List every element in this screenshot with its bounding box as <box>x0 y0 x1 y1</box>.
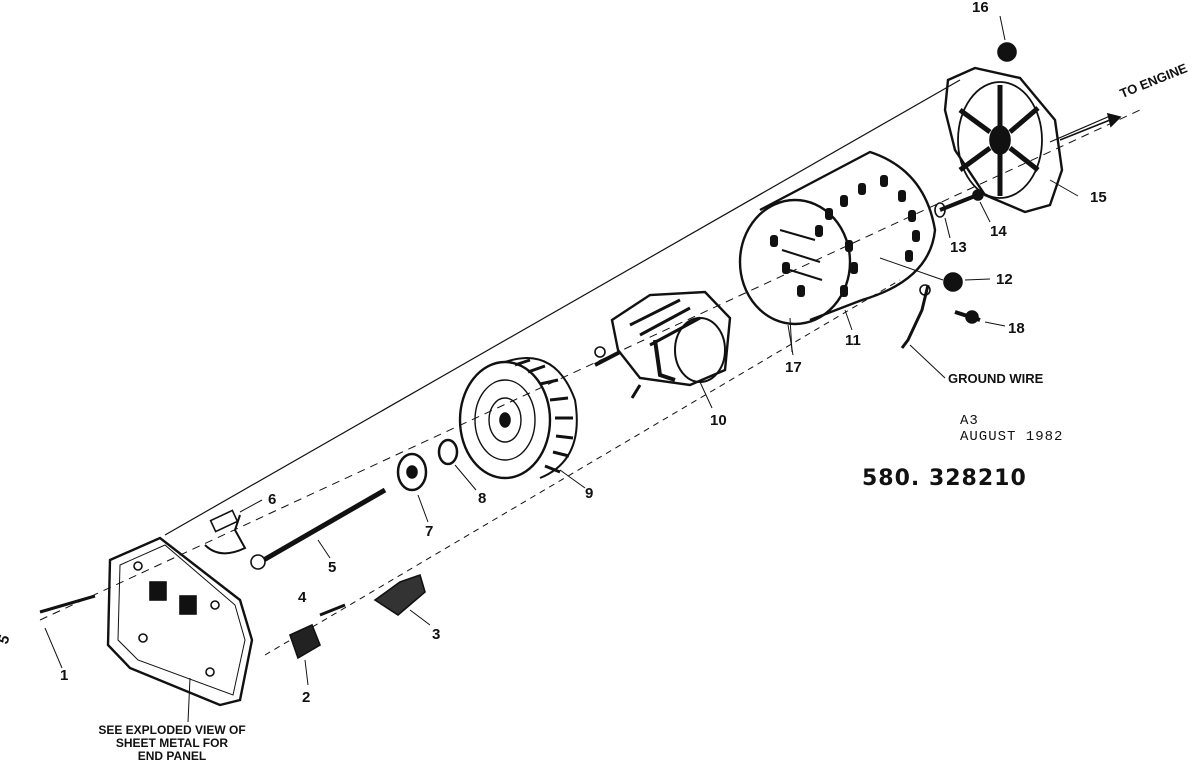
callout-4: 4 <box>298 589 307 606</box>
callout-16: 16 <box>972 0 989 16</box>
callout-5: 5 <box>328 559 337 576</box>
callout-14: 14 <box>990 223 1007 240</box>
callout-12: 12 <box>996 271 1013 288</box>
end-panel <box>106 536 254 707</box>
callout-9: 9 <box>585 485 594 502</box>
part-1-screw <box>39 594 96 669</box>
end-panel-note-line3: END PANEL <box>137 749 207 763</box>
to-engine-arrow <box>1059 112 1122 141</box>
part-4-screw <box>319 603 346 617</box>
callout-2: 2 <box>302 689 311 706</box>
part-number: 580. 328210 <box>862 466 1027 491</box>
part-8-washer <box>437 438 477 491</box>
part-10-armature <box>594 290 732 409</box>
callout-17: 17 <box>785 359 802 376</box>
part-3-component <box>373 573 431 626</box>
callout-3: 3 <box>432 626 441 643</box>
ground-wire-label: GROUND WIRE <box>948 371 1044 386</box>
ground-wire <box>900 284 946 379</box>
revision-stamp: A3 AUGUST 1982 <box>960 413 1063 445</box>
end-panel-note-line1: SEE EXPLODED VIEW OF <box>98 723 246 737</box>
part-18-ground-screw <box>954 310 1006 327</box>
callout-18: 18 <box>1008 320 1025 337</box>
part-9-rotor-fan <box>458 357 586 489</box>
part-13-bolt <box>934 194 976 239</box>
end-panel-note-line2: SHEET METAL FOR <box>115 736 229 750</box>
part-2-bushing <box>289 623 321 686</box>
callout-6: 6 <box>268 491 277 508</box>
end-panel-note: SEE EXPLODED VIEW OF SHEET METAL FOR END… <box>52 724 292 763</box>
callout-13: 13 <box>950 239 967 256</box>
callout-10: 10 <box>710 412 727 429</box>
part-7-bearing <box>396 452 429 523</box>
callout-11: 11 <box>845 332 861 349</box>
callout-1: 1 <box>60 667 69 684</box>
part-11-stator-housing <box>738 150 937 353</box>
part-5-bolt <box>250 487 387 570</box>
part-6-wire <box>204 499 263 555</box>
part-16-nut <box>997 15 1017 62</box>
part-15-end-bell <box>943 66 1079 214</box>
revision-code: A3 <box>960 413 979 429</box>
revision-date: AUGUST 1982 <box>960 429 1064 445</box>
callout-15: 15 <box>1090 189 1107 206</box>
callout-7: 7 <box>425 523 434 540</box>
callout-8: 8 <box>478 490 487 507</box>
part-12-nut <box>879 257 991 292</box>
